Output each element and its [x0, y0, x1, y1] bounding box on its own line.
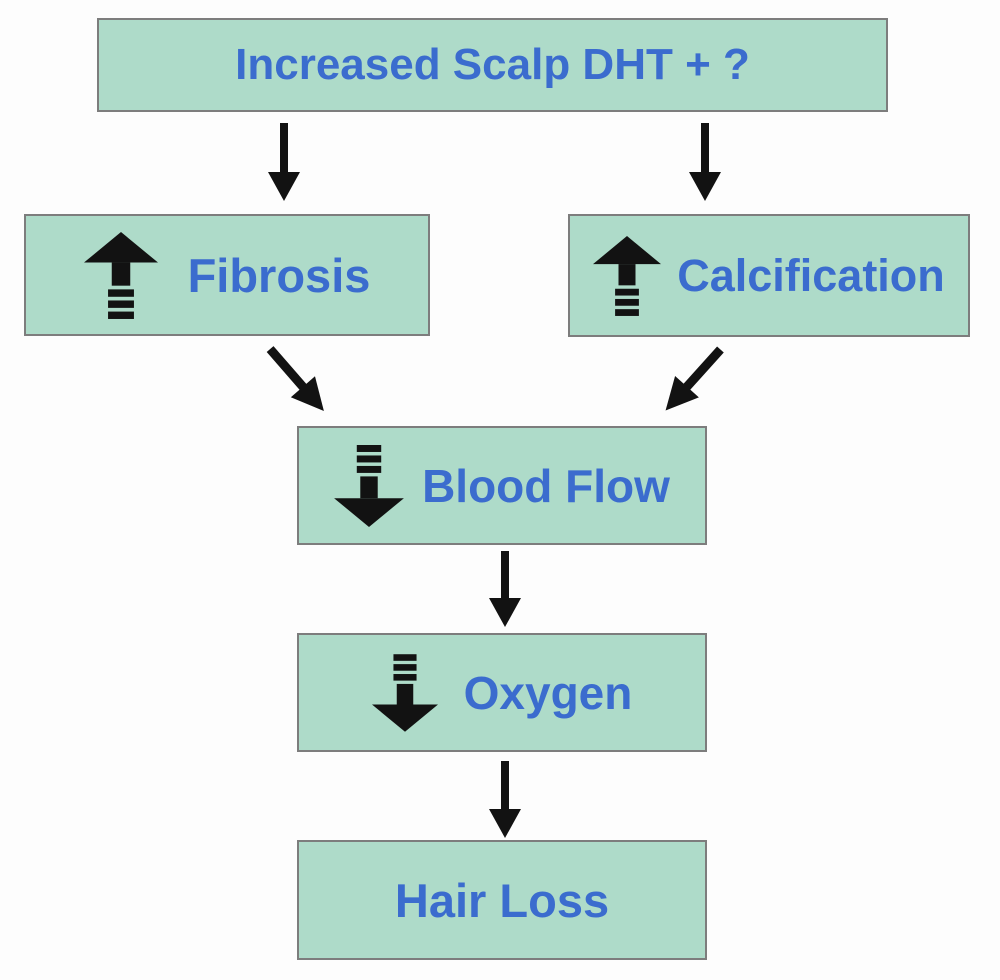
edge-arrow-fibrosis-to-blood-flow — [266, 346, 324, 411]
node-label-calcification: Calcification — [677, 250, 945, 301]
node-increased-scalp-dht: Increased Scalp DHT + ? — [97, 18, 888, 112]
down-dashed-arrow-icon — [334, 444, 404, 527]
node-oxygen: Oxygen — [297, 633, 707, 752]
up-dashed-arrow-icon — [83, 231, 158, 319]
node-calcification: Calcification — [568, 214, 970, 337]
edge-arrow-blood-flow-to-oxygen — [489, 551, 521, 627]
node-label-oxygen: Oxygen — [463, 666, 633, 719]
down-dashed-arrow-icon — [371, 653, 438, 732]
node-label-hair-loss: Hair Loss — [394, 873, 610, 927]
edge-arrow-dht-to-calcification — [689, 123, 721, 201]
up-dashed-arrow-icon — [593, 235, 662, 316]
node-label-blood-flow: Blood Flow — [422, 459, 670, 512]
node-blood-flow: Blood Flow — [297, 426, 707, 545]
node-label-increased-scalp-dht: Increased Scalp DHT + ? — [235, 40, 750, 89]
edge-arrow-calcification-to-blood-flow — [665, 346, 724, 411]
node-hair-loss: Hair Loss — [297, 840, 707, 960]
edge-arrow-dht-to-fibrosis — [268, 123, 300, 201]
node-label-fibrosis: Fibrosis — [187, 248, 371, 302]
node-fibrosis: Fibrosis — [24, 214, 430, 336]
edge-arrow-oxygen-to-hair-loss — [489, 761, 521, 838]
